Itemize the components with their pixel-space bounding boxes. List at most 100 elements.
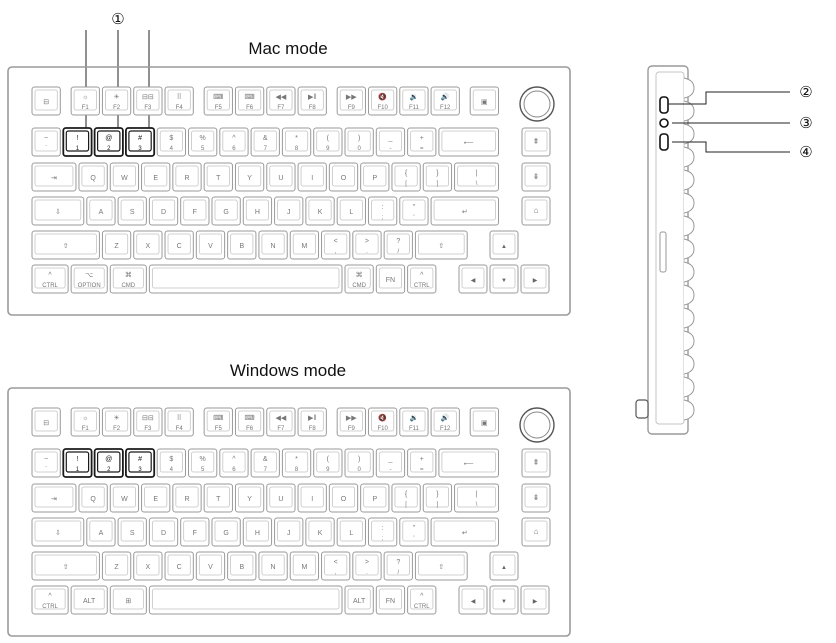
key[interactable]: $4 xyxy=(156,127,186,157)
key[interactable]: $4 xyxy=(156,448,186,478)
key[interactable]: M xyxy=(289,551,320,581)
key[interactable]: B xyxy=(227,551,257,581)
key[interactable]: K xyxy=(305,517,335,547)
key[interactable]: >. xyxy=(352,230,382,260)
key[interactable]: S xyxy=(117,517,147,547)
key[interactable]: ⟵ xyxy=(438,127,499,157)
key[interactable]: #3 xyxy=(125,448,156,478)
key[interactable]: ☀F2 xyxy=(101,407,132,437)
key[interactable]: FN xyxy=(375,264,406,294)
key[interactable]: += xyxy=(407,448,437,478)
key[interactable] xyxy=(148,264,343,294)
key[interactable]: ⌨F6 xyxy=(234,407,265,437)
key[interactable]: ⊟ xyxy=(31,86,61,116)
arrow-up-key[interactable]: ▲ xyxy=(489,230,519,260)
key[interactable]: )0 xyxy=(344,448,374,478)
key[interactable]: ^CTRL xyxy=(407,585,437,615)
arrow-left-key[interactable]: ◀ xyxy=(458,264,488,294)
key[interactable]: FN xyxy=(375,585,406,615)
key[interactable]: }] xyxy=(422,483,453,513)
key[interactable]: ▶▶F9 xyxy=(336,407,366,437)
key[interactable]: F xyxy=(180,196,210,226)
key[interactable]: V xyxy=(195,551,226,581)
arrow-left-key[interactable]: ◀ xyxy=(458,585,488,615)
key[interactable]: A xyxy=(86,196,116,226)
key[interactable]: A xyxy=(86,517,116,547)
key[interactable]: :; xyxy=(367,517,398,547)
side-key[interactable]: ⇞ xyxy=(521,448,551,478)
key[interactable]: ☼F1 xyxy=(70,407,100,437)
key[interactable]: ◀◀F7 xyxy=(266,407,296,437)
key[interactable]: L xyxy=(336,517,366,547)
key[interactable]: ⌨F6 xyxy=(234,86,265,116)
key[interactable]: ⇧ xyxy=(414,551,468,581)
key[interactable]: D xyxy=(148,196,179,226)
key[interactable]: {[ xyxy=(391,162,421,192)
key[interactable]: U xyxy=(266,483,296,513)
key[interactable]: Q xyxy=(78,162,108,192)
key[interactable]: ⌘CMD xyxy=(109,264,147,294)
key[interactable]: S xyxy=(117,196,147,226)
key[interactable]: ~` xyxy=(31,127,61,157)
key[interactable]: P xyxy=(360,483,390,513)
key[interactable]: _- xyxy=(375,127,406,157)
key[interactable]: |\ xyxy=(454,162,499,192)
key[interactable]: Z xyxy=(101,230,132,260)
key[interactable]: I xyxy=(297,483,327,513)
key[interactable]: ☼F1 xyxy=(70,86,100,116)
key[interactable]: @2 xyxy=(93,127,124,157)
key[interactable]: @2 xyxy=(93,448,124,478)
key[interactable]: J xyxy=(274,196,304,226)
key[interactable] xyxy=(148,585,343,615)
key[interactable]: K xyxy=(305,196,335,226)
key[interactable]: 🔇F10 xyxy=(367,407,398,437)
key[interactable]: B xyxy=(227,230,257,260)
key[interactable]: R xyxy=(172,162,202,192)
key[interactable]: 🔇F10 xyxy=(367,86,398,116)
key[interactable]: ↵ xyxy=(430,517,500,547)
side-key[interactable]: ⇞ xyxy=(521,127,551,157)
key[interactable]: ⇧ xyxy=(31,230,100,260)
key[interactable]: += xyxy=(407,127,437,157)
key[interactable]: <, xyxy=(321,551,351,581)
key[interactable]: %5 xyxy=(188,127,218,157)
side-key[interactable]: ⌂ xyxy=(521,517,551,547)
key[interactable]: &7 xyxy=(250,448,280,478)
key[interactable]: }] xyxy=(422,162,453,192)
key[interactable]: {[ xyxy=(391,483,421,513)
key[interactable]: 🔉F11 xyxy=(399,407,429,437)
key[interactable]: ⌘CMD xyxy=(344,264,374,294)
key[interactable]: (9 xyxy=(313,448,343,478)
key[interactable]: ⠿F4 xyxy=(164,407,194,437)
key[interactable]: ⇥ xyxy=(31,162,77,192)
key[interactable]: !1 xyxy=(62,127,93,157)
key[interactable]: X xyxy=(133,230,163,260)
key[interactable]: 🔊F12 xyxy=(430,407,460,437)
key[interactable]: ^6 xyxy=(219,448,249,478)
key[interactable]: "' xyxy=(399,517,429,547)
key[interactable]: "' xyxy=(399,196,429,226)
key[interactable]: ◀◀F7 xyxy=(266,86,296,116)
key[interactable]: :; xyxy=(367,196,398,226)
key[interactable]: F xyxy=(180,517,210,547)
key[interactable]: >. xyxy=(352,551,382,581)
key[interactable]: T xyxy=(203,483,233,513)
key[interactable]: |\ xyxy=(454,483,499,513)
arrow-up-key[interactable]: ▲ xyxy=(489,551,519,581)
key[interactable]: ▣ xyxy=(469,86,500,116)
key[interactable]: G xyxy=(211,517,241,547)
key[interactable]: ⊟ xyxy=(31,407,61,437)
key[interactable]: V xyxy=(195,230,226,260)
key[interactable]: E xyxy=(141,483,171,513)
key[interactable]: Y xyxy=(234,162,265,192)
key[interactable]: ^CTRL xyxy=(407,264,437,294)
key[interactable]: #3 xyxy=(125,127,156,157)
key[interactable]: E xyxy=(141,162,171,192)
key[interactable]: U xyxy=(266,162,296,192)
key[interactable]: ?/ xyxy=(383,551,413,581)
key[interactable]: ⟵ xyxy=(438,448,499,478)
key[interactable]: &7 xyxy=(250,127,280,157)
arrow-right-key[interactable]: ▶ xyxy=(520,585,550,615)
key[interactable]: ^6 xyxy=(219,127,249,157)
key[interactable]: _- xyxy=(375,448,406,478)
